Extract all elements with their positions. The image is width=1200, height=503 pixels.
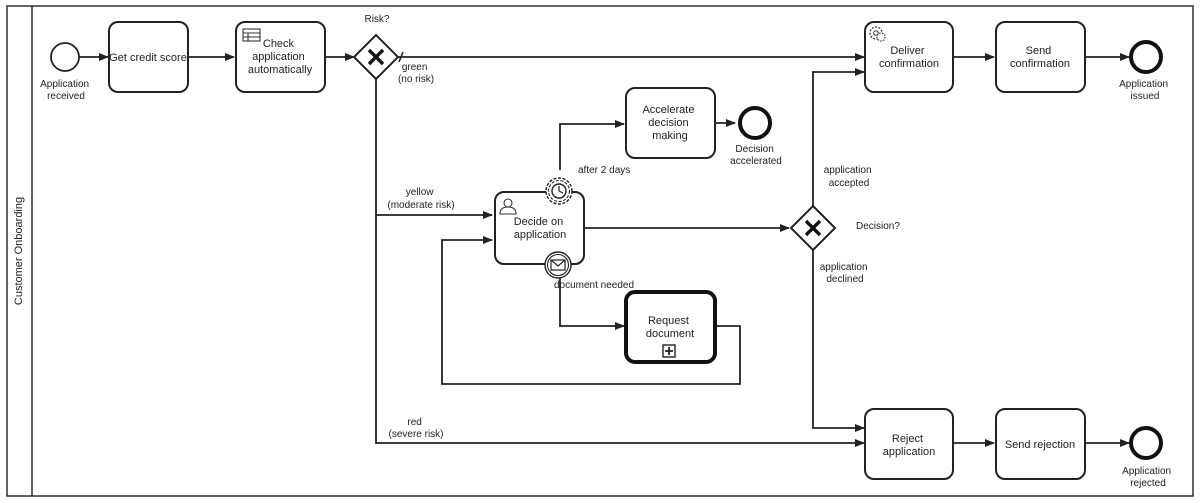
- flow-label-red: red (severe risk): [388, 417, 443, 440]
- user-icon: [499, 198, 517, 215]
- flow-label-yellow: yellow (moderate risk): [387, 187, 454, 211]
- task-label: Deliver confirmation: [879, 45, 939, 70]
- flow-red: [375, 215, 865, 447]
- task-box: [864, 408, 954, 480]
- end-issued-label: Application issued: [1119, 79, 1171, 102]
- task-label: Decide on application: [514, 216, 567, 241]
- task-decide-application[interactable]: Decide on application: [494, 191, 585, 265]
- flow-label-accepted: application accepted: [824, 165, 875, 189]
- flow-label-after-2-days: after 2 days: [578, 165, 630, 176]
- task-accelerate-decision[interactable]: Accelerate decision making: [625, 87, 716, 159]
- task-request-document[interactable]: Request document: [624, 290, 717, 364]
- lane-label: Customer Onboarding: [13, 197, 25, 305]
- task-get-credit-score[interactable]: Get credit score: [108, 21, 189, 93]
- task-label: Get credit score: [109, 52, 187, 64]
- message-boundary-event[interactable]: [544, 251, 572, 279]
- task-label: Request document: [646, 315, 694, 340]
- end-event-decision-accelerated[interactable]: [738, 106, 772, 140]
- task-box: [494, 191, 585, 265]
- end-rejected-label: Application rejected: [1122, 466, 1174, 489]
- end-event-application-rejected[interactable]: [1129, 426, 1163, 460]
- flow-message-to-request: [559, 277, 625, 330]
- flow-label-declined: application declined: [820, 262, 871, 285]
- task-deliver-confirmation[interactable]: Deliver confirmation: [864, 21, 954, 93]
- timer-boundary-event[interactable]: [545, 177, 573, 205]
- start-event-label: Application received: [40, 79, 92, 102]
- gateway-risk[interactable]: [352, 33, 400, 81]
- flow-declined: [812, 250, 865, 432]
- default-flow-marker: [398, 51, 404, 63]
- task-label: Accelerate decision making: [642, 104, 697, 142]
- envelope-icon: [550, 259, 566, 271]
- clock-icon: [551, 183, 567, 199]
- exclusive-x-icon: [367, 48, 385, 66]
- call-activity-box: [624, 290, 717, 364]
- task-label: Reject application: [883, 433, 936, 458]
- task-reject-application[interactable]: Reject application: [864, 408, 954, 480]
- task-label: Check application automatically: [248, 38, 313, 76]
- task-box: [864, 21, 954, 93]
- gear-icon: [869, 26, 886, 42]
- task-box: [995, 408, 1086, 480]
- gateway-decision[interactable]: [789, 204, 837, 252]
- task-send-confirmation[interactable]: Send confirmation: [995, 21, 1086, 93]
- gateway-risk-label: Risk?: [364, 14, 389, 25]
- sequence-flows: [79, 51, 1130, 447]
- business-rule-icon: [242, 28, 261, 42]
- task-box: [625, 87, 716, 159]
- task-box: [108, 21, 189, 93]
- flow-label-green: green (no risk): [398, 62, 434, 85]
- exclusive-x-icon: [804, 219, 822, 237]
- end-event-application-issued[interactable]: [1129, 40, 1163, 74]
- end-accelerated-label: Decision accelerated: [730, 144, 782, 167]
- start-event-application-received[interactable]: [50, 42, 80, 72]
- flow-timer-to-accelerate: [559, 120, 625, 170]
- task-check-application[interactable]: Check application automatically: [235, 21, 326, 93]
- task-label: Send confirmation: [1010, 45, 1070, 70]
- subprocess-expand-icon[interactable]: [662, 344, 676, 358]
- pool-frame: [6, 5, 1194, 497]
- flow-request-loop-back: [441, 236, 741, 385]
- flow-accepted: [812, 68, 865, 206]
- task-label: Send rejection: [1005, 439, 1075, 451]
- gateway-decision-label: Decision?: [856, 221, 900, 232]
- task-send-rejection[interactable]: Send rejection: [995, 408, 1086, 480]
- flow-label-document-needed: document needed: [554, 280, 634, 291]
- task-box: [995, 21, 1086, 93]
